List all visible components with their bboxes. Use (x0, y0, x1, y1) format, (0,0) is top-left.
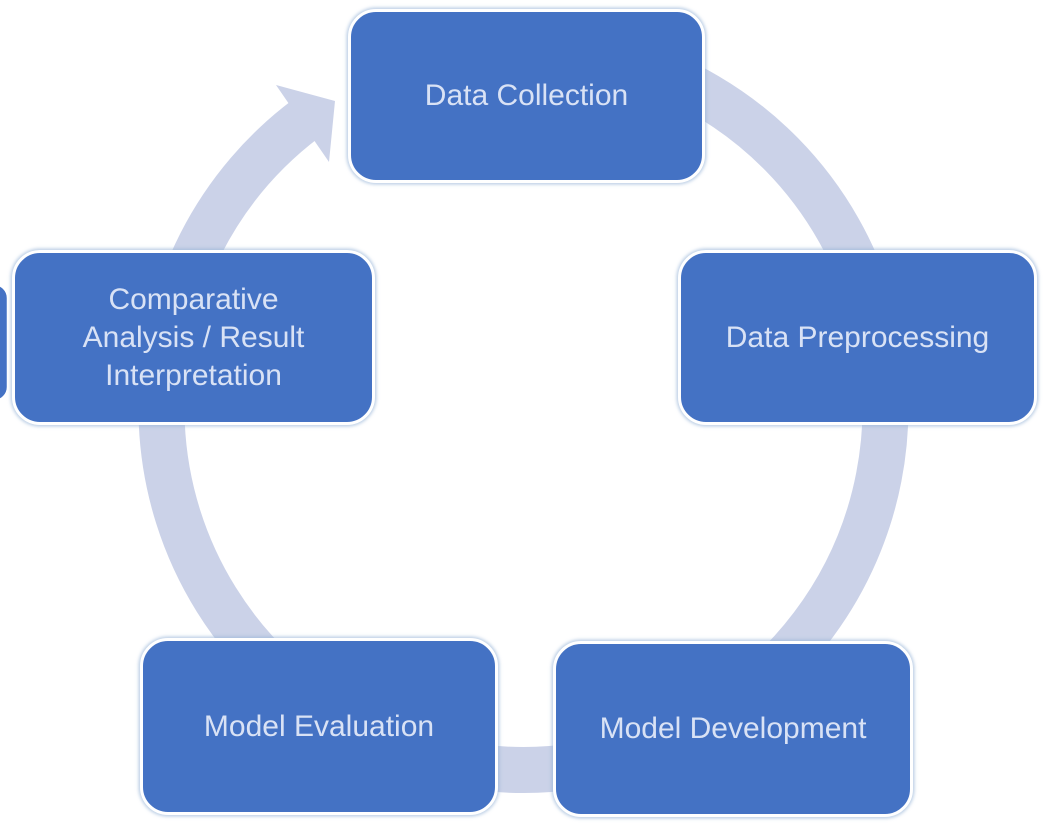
cropped-shape-left-edge (0, 283, 10, 402)
node-label: Data Preprocessing (725, 320, 990, 354)
node-model-development: Model Development (553, 641, 913, 817)
node-data-preprocessing: Data Preprocessing (678, 250, 1037, 425)
node-data-collection: Data Collection (348, 9, 705, 183)
node-label: Model Development (599, 712, 867, 745)
node-comparative-analysis: Comparative Analysis / Result Interpreta… (12, 250, 375, 425)
cycle-arrowhead-icon (276, 85, 335, 162)
node-label: Comparative Analysis / Result Interpreta… (82, 282, 305, 392)
node-model-evaluation: Model Evaluation (140, 638, 498, 815)
node-label: Model Evaluation (203, 709, 435, 743)
node-label: Data Collection (424, 79, 629, 112)
